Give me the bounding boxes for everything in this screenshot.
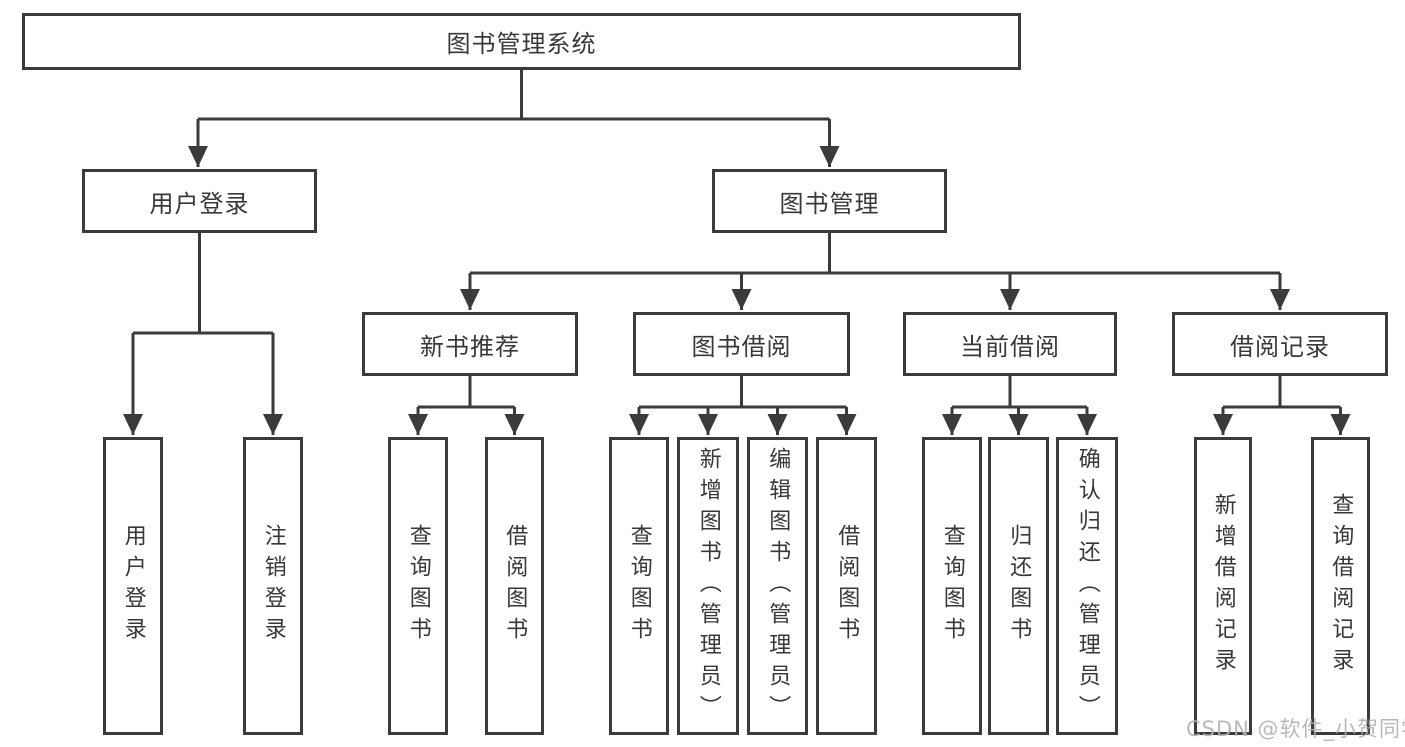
node-borrowing-records: 借阅记录 [1172, 312, 1388, 376]
leaf-logout-label: 注销登录 [260, 524, 286, 648]
leaf-return-books: 归还图书 [988, 437, 1049, 735]
leaf-query-borrow-record: 查询借阅记录 [1311, 437, 1370, 735]
leaf-query-books-recommend: 查询图书 [388, 437, 448, 735]
leaf-confirm-return-admin-label: 确认归还（管理员） [1074, 446, 1100, 726]
leaf-query-books-recommend-label: 查询图书 [405, 524, 431, 648]
node-root-system: 图书管理系统 [22, 13, 1021, 70]
node-borrowing-records-label: 借阅记录 [1230, 332, 1330, 361]
leaf-query-books-current: 查询图书 [922, 437, 982, 735]
leaf-add-borrow-record: 新增借阅记录 [1194, 437, 1252, 735]
leaf-edit-books-admin: 编辑图书（管理员） [747, 437, 808, 735]
leaf-query-books-borrowing-label: 查询图书 [626, 524, 652, 648]
leaf-borrow-books-recommend: 借阅图书 [485, 437, 544, 735]
leaf-return-books-label: 归还图书 [1006, 524, 1032, 648]
leaf-query-books-current-label: 查询图书 [939, 524, 965, 648]
leaf-query-borrow-record-label: 查询借阅记录 [1328, 493, 1354, 679]
leaf-add-books-admin-label: 新增图书（管理员） [695, 446, 721, 726]
node-book-borrowing: 图书借阅 [633, 312, 850, 376]
leaf-borrow-books: 借阅图书 [816, 437, 877, 735]
node-book-borrowing-label: 图书借阅 [691, 332, 792, 361]
node-user-login-label: 用户登录 [149, 189, 250, 218]
leaf-borrow-books-recommend-label: 借阅图书 [502, 524, 528, 648]
node-book-management: 图书管理 [712, 169, 947, 233]
node-book-management-label: 图书管理 [779, 189, 880, 218]
leaf-confirm-return-admin: 确认归还（管理员） [1056, 437, 1118, 735]
node-user-login: 用户登录 [82, 169, 317, 233]
leaf-edit-books-admin-label: 编辑图书（管理员） [765, 446, 791, 726]
node-new-book-recommend: 新书推荐 [362, 312, 578, 376]
node-current-borrowing: 当前借阅 [903, 312, 1117, 376]
leaf-user-login: 用户登录 [103, 437, 163, 735]
leaf-logout: 注销登录 [243, 437, 303, 735]
node-root-label: 图书管理系统 [446, 30, 597, 58]
leaf-borrow-books-label: 借阅图书 [834, 524, 860, 648]
leaf-user-login-label: 用户登录 [120, 524, 146, 648]
node-current-borrowing-label: 当前借阅 [960, 332, 1060, 361]
leaf-query-books-borrowing: 查询图书 [609, 437, 669, 735]
leaf-add-books-admin: 新增图书（管理员） [677, 437, 739, 735]
leaf-add-borrow-record-label: 新增借阅记录 [1210, 493, 1236, 679]
csdn-watermark: CSDN @软件_小贺同学 [1186, 717, 1405, 741]
node-new-book-recommend-label: 新书推荐 [420, 332, 520, 361]
